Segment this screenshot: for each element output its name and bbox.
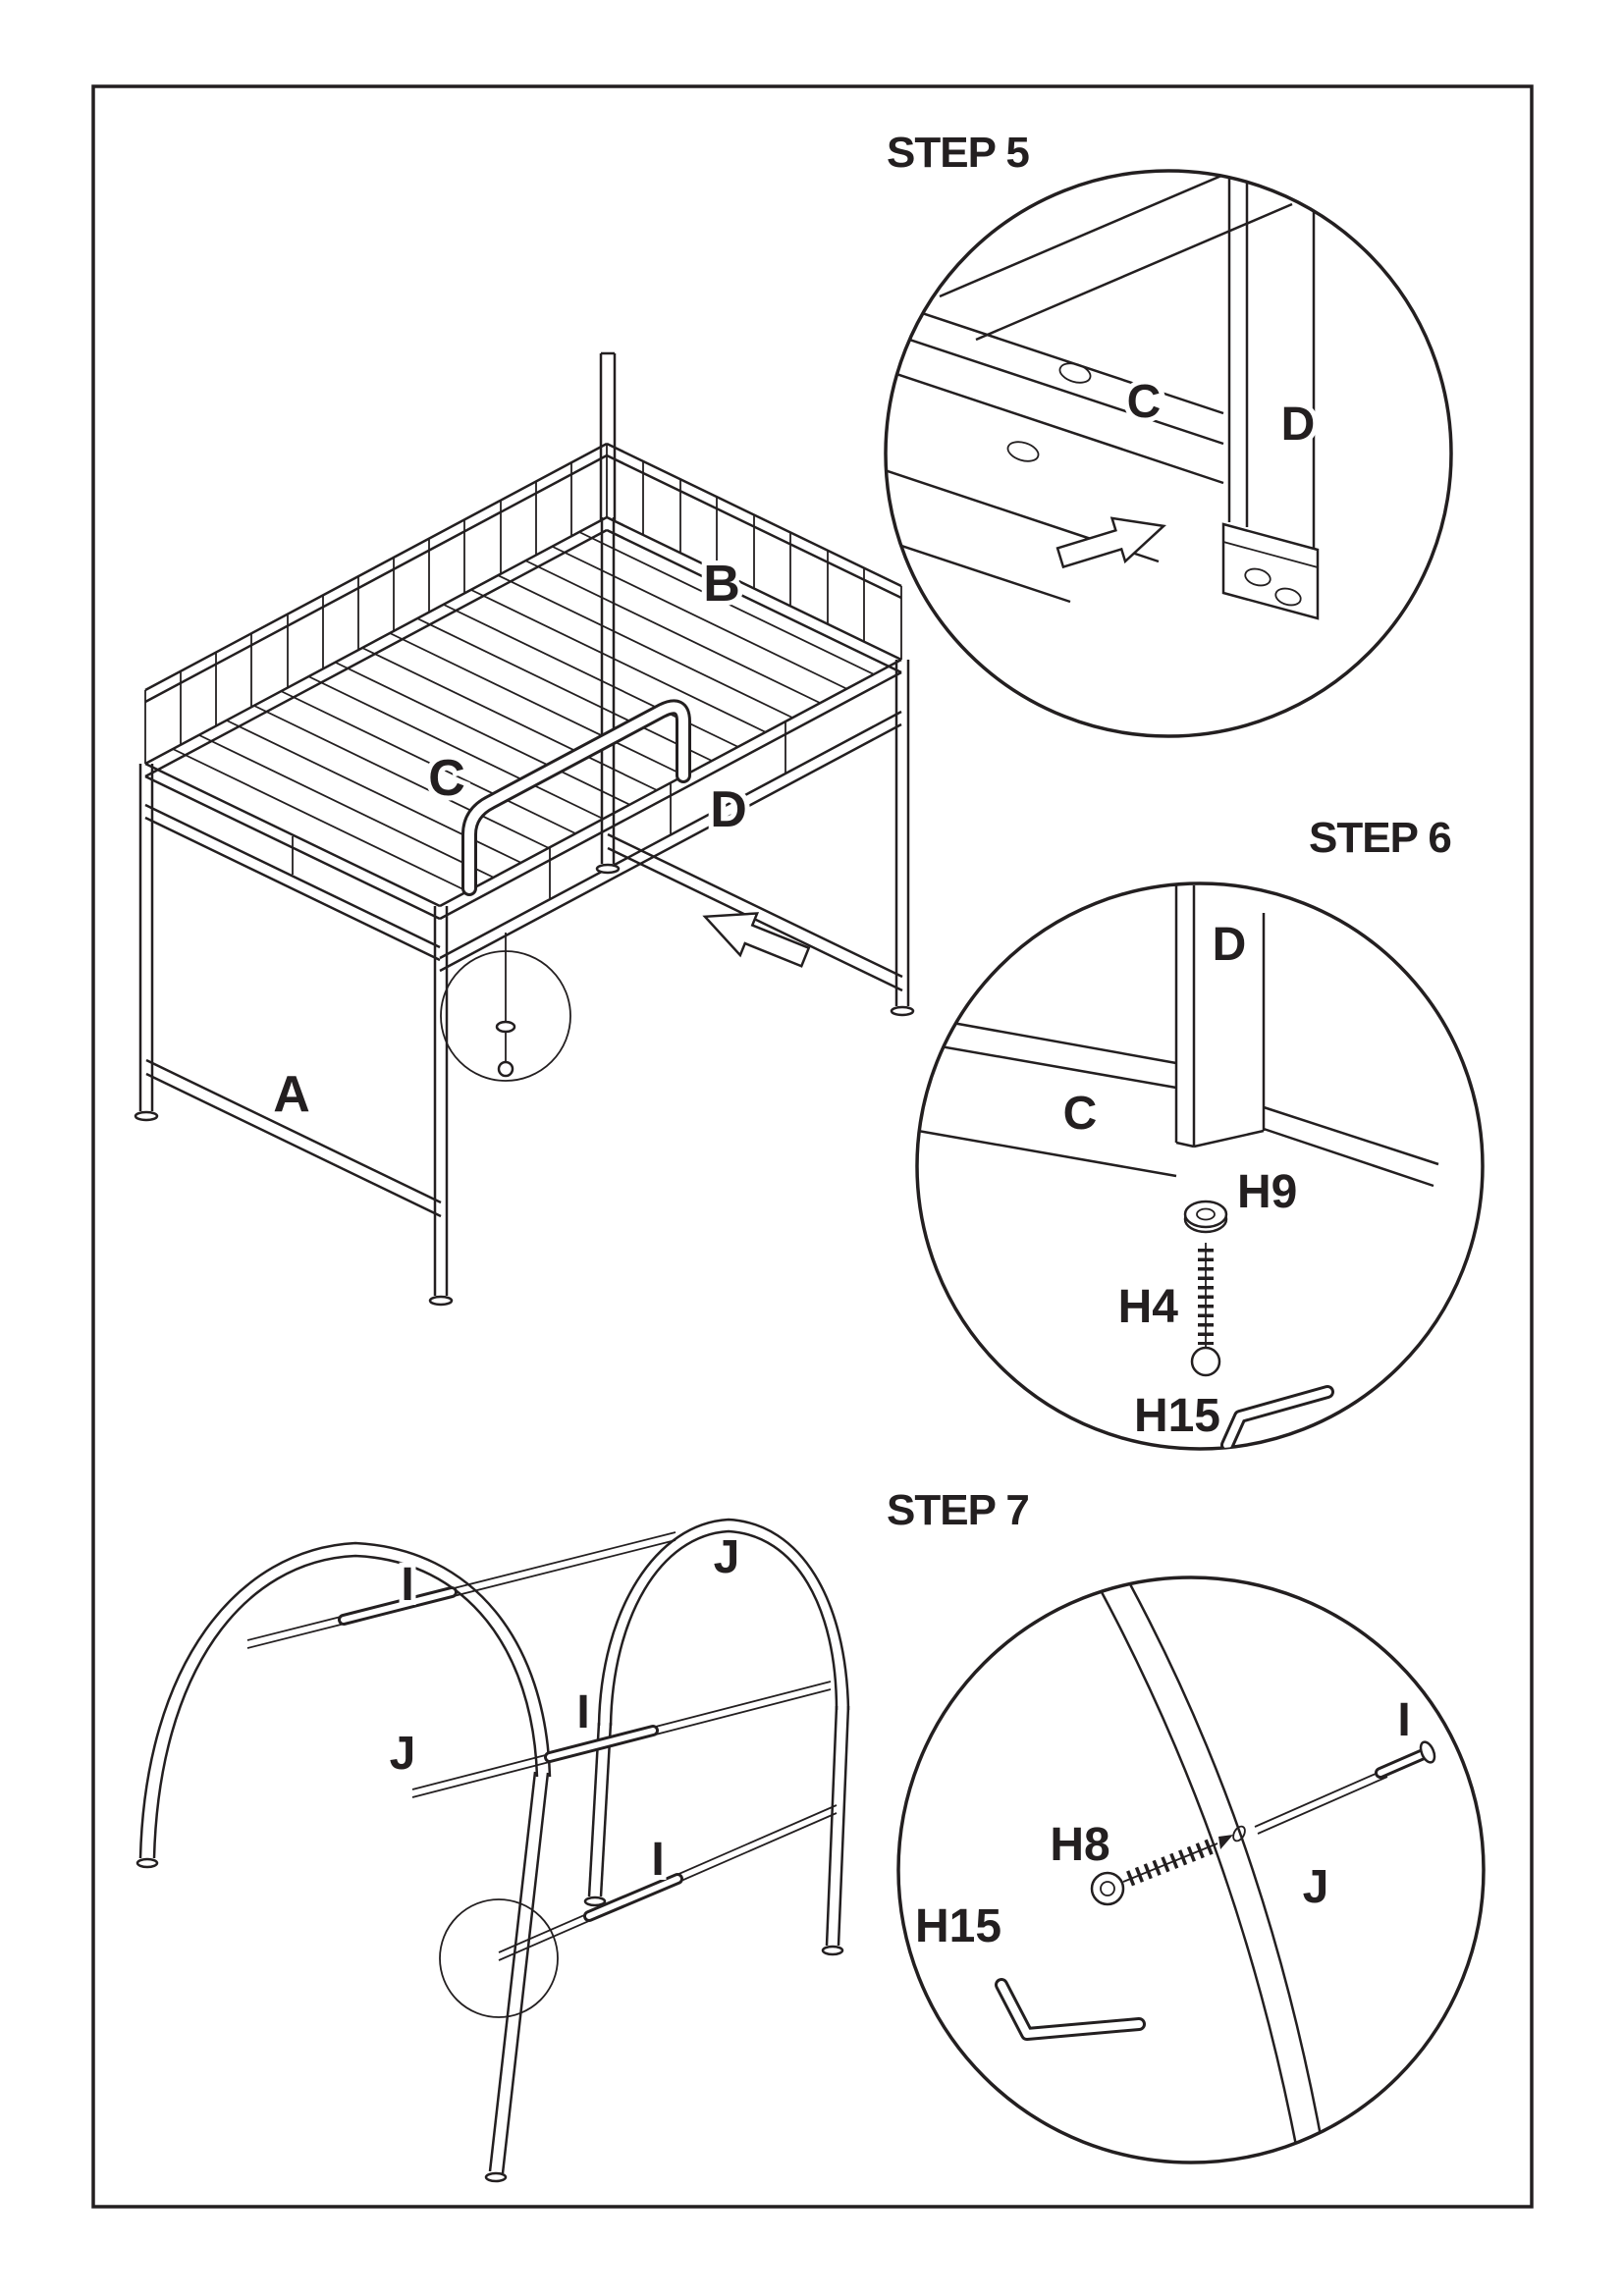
step7-detail: I J H8 H15 [896, 1575, 1486, 2164]
left-end-rails [144, 762, 441, 962]
screw-h4-graphic [1190, 1243, 1221, 1377]
step6-label-h4: H4 [1118, 1281, 1179, 1333]
step5-label-d: D [1281, 399, 1316, 451]
step6-detail: D C H9 H4 H15 [915, 881, 1485, 1451]
lower-crossbars [145, 832, 903, 1218]
pole-i-graphic [1254, 1740, 1436, 1835]
step5-label-c: C [1127, 376, 1162, 428]
left-guard-rail [144, 442, 608, 778]
step5-detail: C D [884, 169, 1453, 738]
washer-h9-graphic [1183, 1200, 1228, 1234]
step5-title: STEP 5 [887, 129, 1029, 177]
step7-label-i: I [1397, 1694, 1410, 1746]
detail-highlight-circle [440, 933, 571, 1082]
canopy-label-i-middle: I [576, 1686, 589, 1738]
canopy-poles [246, 1531, 838, 1961]
page-border-frame [91, 84, 1534, 2209]
mattress-slats [172, 531, 875, 892]
allen-key-h15-step7-graphic [995, 1978, 1146, 2041]
canopy-highlight-circle [439, 1898, 559, 2018]
safety-rail-d [461, 699, 691, 896]
screw-h8-graphic [1090, 1835, 1233, 1906]
part-label-a: A [273, 1066, 310, 1123]
step7-detail-circle [896, 1575, 1486, 2164]
canopy-label-i-bottom: I [651, 1834, 664, 1886]
canopy-label-j-right: J [714, 1531, 740, 1583]
part-label-d: D [710, 781, 747, 838]
near-side-rails [439, 658, 902, 973]
end-guard-rail [606, 442, 902, 674]
bed-assembly-drawing: A B C D [134, 351, 915, 1307]
step7-label-h15: H15 [915, 1900, 1001, 1952]
step5-detail-circle [884, 169, 1453, 738]
step6-detail-circle [915, 881, 1485, 1451]
canopy-frame-drawing: I J J I I [135, 1518, 850, 2183]
far-arch [583, 1518, 850, 1956]
step7-label-j: J [1303, 1861, 1329, 1913]
step7-title: STEP 7 [887, 1486, 1029, 1534]
step6-title: STEP 6 [1309, 814, 1451, 862]
bed-legs [134, 517, 915, 1307]
insertion-arrow-icon [695, 894, 815, 980]
canopy-label-i-top: I [401, 1559, 413, 1611]
step5-arrow-icon [1053, 503, 1172, 581]
part-label-c: C [428, 750, 465, 807]
step7-label-h8: H8 [1050, 1819, 1109, 1871]
step6-label-h9: H9 [1237, 1166, 1297, 1218]
step6-label-c: C [1063, 1088, 1098, 1140]
near-arch [135, 1541, 552, 2183]
corner-post [599, 351, 617, 520]
step6-label-d: D [1213, 919, 1247, 971]
canopy-label-j-left: J [390, 1728, 416, 1780]
part-label-b: B [703, 556, 740, 613]
allen-key-h15-graphic [1220, 1385, 1334, 1449]
step6-label-h15: H15 [1134, 1390, 1220, 1442]
